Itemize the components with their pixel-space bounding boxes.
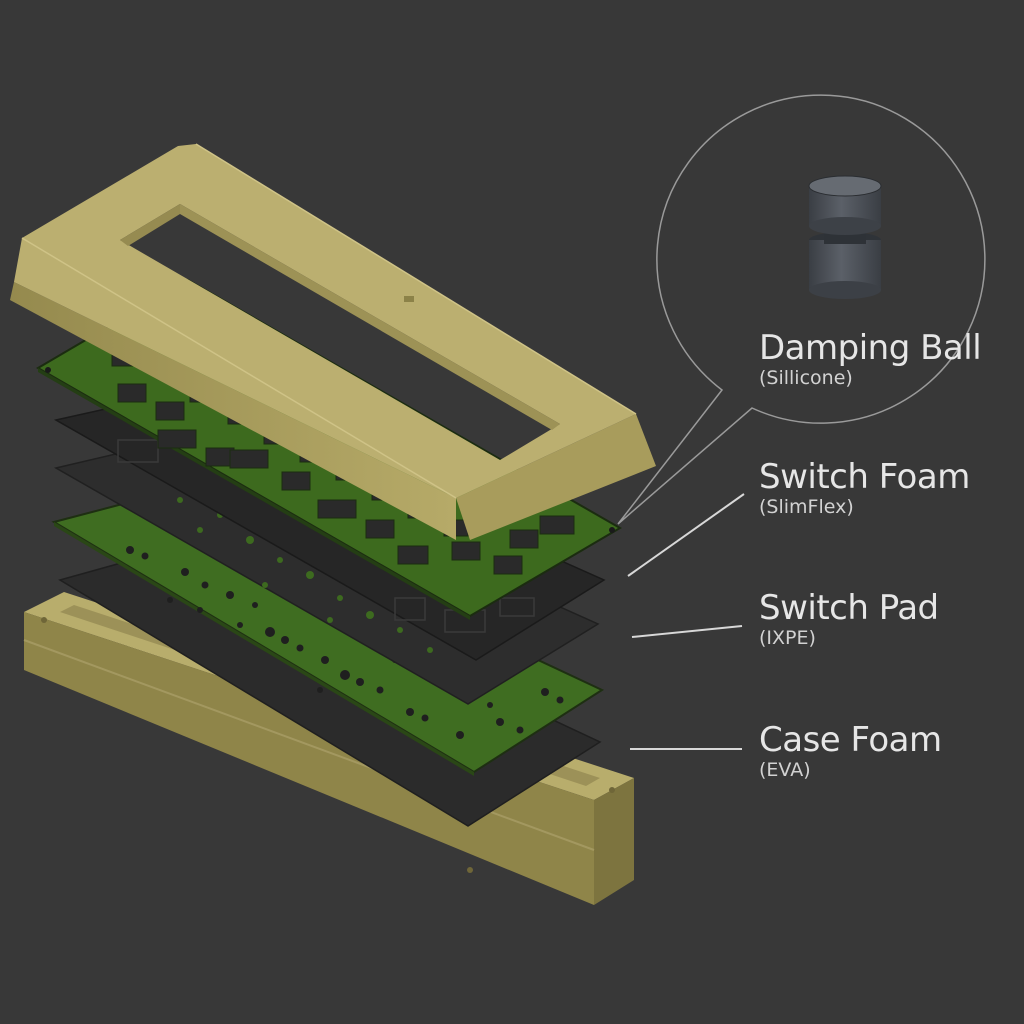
- leader-line-switch-foam: [627, 493, 745, 577]
- damping-ball-icon: [808, 175, 882, 299]
- frame-notch: [404, 296, 414, 302]
- label-damping-ball: Damping Ball (Sillicone): [759, 328, 982, 389]
- damping-ball-callout: [617, 94, 986, 525]
- label-name: Damping Ball: [759, 328, 982, 368]
- screw-hole: [609, 787, 615, 793]
- label-name: Case Foam: [759, 720, 942, 760]
- callout-bubble: [617, 94, 986, 525]
- label-switch-pad: Switch Pad (IXPE): [759, 589, 939, 649]
- top-case-top-surface: [14, 144, 636, 498]
- leader-line-switch-pad: [631, 625, 743, 638]
- label-material: (IXPE): [759, 627, 816, 649]
- label-material: (SlimFlex): [759, 496, 854, 518]
- bottom-case-front-face: [24, 612, 594, 905]
- top-case-frame: [10, 143, 656, 540]
- switch-pad-cutouts: [177, 497, 433, 653]
- screw-hole: [41, 617, 47, 623]
- label-case-foam: Case Foam (EVA): [759, 721, 942, 781]
- top-case-outer-face: [10, 282, 456, 540]
- top-case-right-face: [456, 414, 656, 540]
- screw-hole: [467, 867, 473, 873]
- label-name: Switch Foam: [759, 457, 970, 497]
- label-material: (EVA): [759, 759, 811, 781]
- label-name: Switch Pad: [759, 588, 939, 628]
- label-material: (Sillicone): [759, 367, 853, 389]
- label-switch-foam: Switch Foam (SlimFlex): [759, 458, 970, 518]
- bottom-case-right-face: [594, 778, 634, 905]
